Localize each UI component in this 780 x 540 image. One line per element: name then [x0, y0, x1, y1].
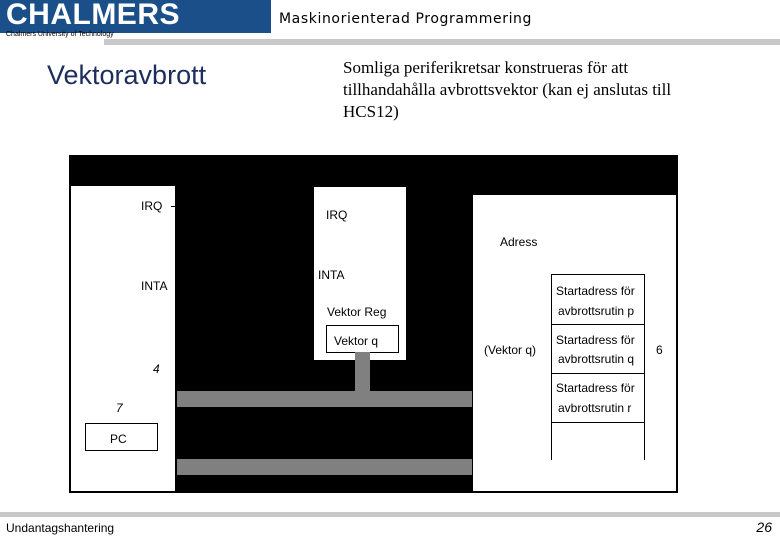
memory-row-2-line-2: avbrottsrutin q [558, 352, 635, 366]
cpu-irq-label: IRQ [141, 199, 163, 213]
vektor-reg-label: Vektor Reg [327, 305, 387, 319]
data-bus-lower [177, 459, 472, 475]
memory-row [552, 324, 644, 373]
peripheral-inta-label: INTA [318, 268, 345, 282]
page-number: 26 [756, 519, 772, 535]
slide-title: Vektoravbrott [47, 60, 207, 90]
memory-row-3-line-1: Startadress för [556, 381, 635, 395]
cpu-inta-label: INTA [141, 279, 168, 293]
memory-row-2-line-1: Startadress för [556, 333, 635, 347]
step-4-label: 4 [153, 362, 160, 376]
intro-text: Somliga periferikretsar konstrueras för … [343, 58, 672, 121]
footer-divider [0, 512, 780, 517]
footer-section: Undantagshantering [6, 521, 115, 535]
vektor-q-register [326, 325, 399, 353]
data-bus-upper [177, 391, 472, 407]
step-6-label: 6 [656, 343, 663, 357]
memory-row-3-line-2: avbrottsrutin r [558, 401, 632, 415]
cpu-irq-tick [171, 206, 176, 207]
memory-row-1-line-1: Startadress för [556, 284, 635, 298]
peripheral-data-connector [355, 352, 370, 392]
vektor-q-address-label: (Vektor q) [484, 343, 537, 357]
logo-banner [0, 0, 271, 33]
memory-table [551, 274, 645, 460]
peripheral-irq-label: IRQ [326, 208, 348, 222]
vektor-q-register-label: Vektor q [334, 334, 379, 348]
memory-row-1-line-2: avbrottsrutin p [558, 304, 635, 318]
pc-label: PC [110, 432, 127, 446]
chalmers-logo: CHALMERS [6, 0, 180, 31]
course-title: Maskinorienterad Programmering [279, 11, 533, 27]
step-7-label: 7 [116, 401, 123, 415]
interrupt-vector-diagram: IRQ INTA 4 7 PC IRQ INTA Vektor Reg Vekt… [69, 155, 678, 493]
memory-row [552, 373, 644, 423]
header-divider [104, 39, 780, 45]
memory-row [552, 274, 644, 324]
pc-register [85, 423, 158, 451]
memory-header-label: Adress [500, 235, 538, 249]
logo-subtitle: Chalmers University of Technology [6, 31, 114, 38]
memory-panel [473, 195, 676, 491]
